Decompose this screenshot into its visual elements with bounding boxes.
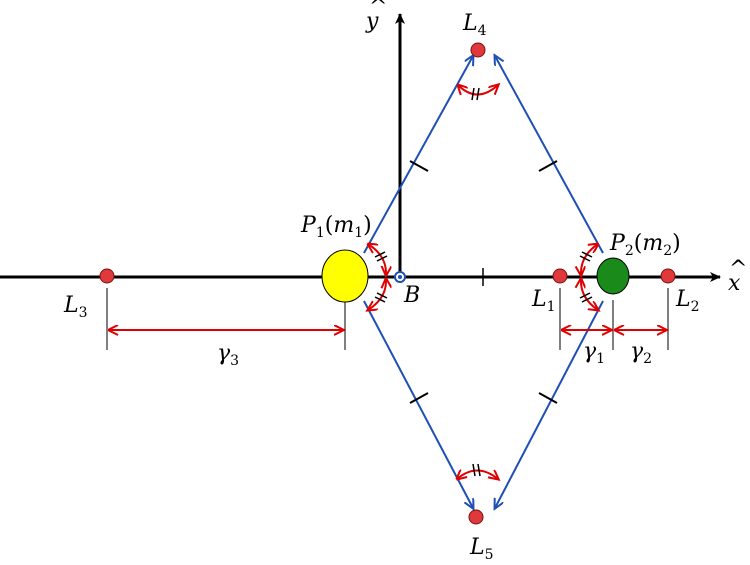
edge-p1-l4 — [363, 56, 473, 254]
l2-label: L2 — [675, 287, 700, 315]
double-bar — [581, 251, 593, 258]
barycenter-marker — [394, 271, 406, 283]
angle-arc-p1-upper — [368, 244, 386, 275]
double-bar — [579, 255, 591, 262]
gamma1-label: γ1 — [583, 339, 605, 367]
edge-p1-l5 — [363, 300, 473, 508]
primary-label: P1(m1) — [300, 213, 372, 241]
barycenter-label: B — [403, 283, 420, 308]
l5-label: L5 — [469, 535, 494, 563]
y-axis-hat: ^ — [369, 0, 387, 20]
l3-point — [99, 268, 115, 284]
equal-length-ticks — [409, 160, 558, 404]
l1-point — [552, 268, 568, 284]
angle-double-bars — [374, 87, 593, 477]
primary-body — [321, 249, 369, 303]
l5-point — [468, 509, 484, 525]
x-axis-label: x ^ — [728, 257, 747, 296]
double-bar — [476, 87, 480, 101]
tick-mark — [538, 392, 558, 404]
tick-mark — [538, 160, 558, 172]
distance-markers — [106, 288, 668, 350]
l4-point — [470, 42, 486, 58]
secondary-label: P2(m2) — [609, 231, 681, 259]
double-bar — [472, 463, 476, 477]
angle-arc-p1-lower — [368, 279, 386, 310]
double-bar — [581, 296, 593, 303]
lagrange-points — [99, 42, 676, 525]
l2-point — [660, 268, 676, 284]
double-bar — [374, 296, 386, 303]
tick-mark — [409, 392, 429, 404]
x-axis-label-text: x — [728, 271, 741, 296]
double-bar — [477, 463, 481, 477]
double-bar — [376, 292, 388, 299]
l3-label: L3 — [63, 293, 88, 321]
edge-p2-l4 — [495, 56, 604, 254]
l4-label: L4 — [462, 11, 487, 39]
double-bar — [374, 251, 386, 258]
y-axis-label-text: y — [365, 9, 379, 34]
double-bar — [471, 87, 475, 101]
l1-label: L1 — [531, 287, 556, 315]
gamma3-label: γ3 — [217, 341, 239, 369]
edge-p2-l5 — [495, 300, 604, 508]
angle-arc-p2-upper — [581, 244, 598, 275]
double-bar — [376, 255, 388, 262]
gamma2-label: γ2 — [630, 339, 652, 367]
tick-mark — [409, 160, 429, 172]
secondary-body — [596, 257, 630, 295]
angle-arc-p2-lower — [581, 279, 598, 310]
y-axis-label: y ^ — [365, 0, 387, 34]
angle-arc-l5 — [457, 471, 498, 480]
x-axis-hat: ^ — [729, 257, 747, 282]
double-bar — [579, 292, 591, 299]
